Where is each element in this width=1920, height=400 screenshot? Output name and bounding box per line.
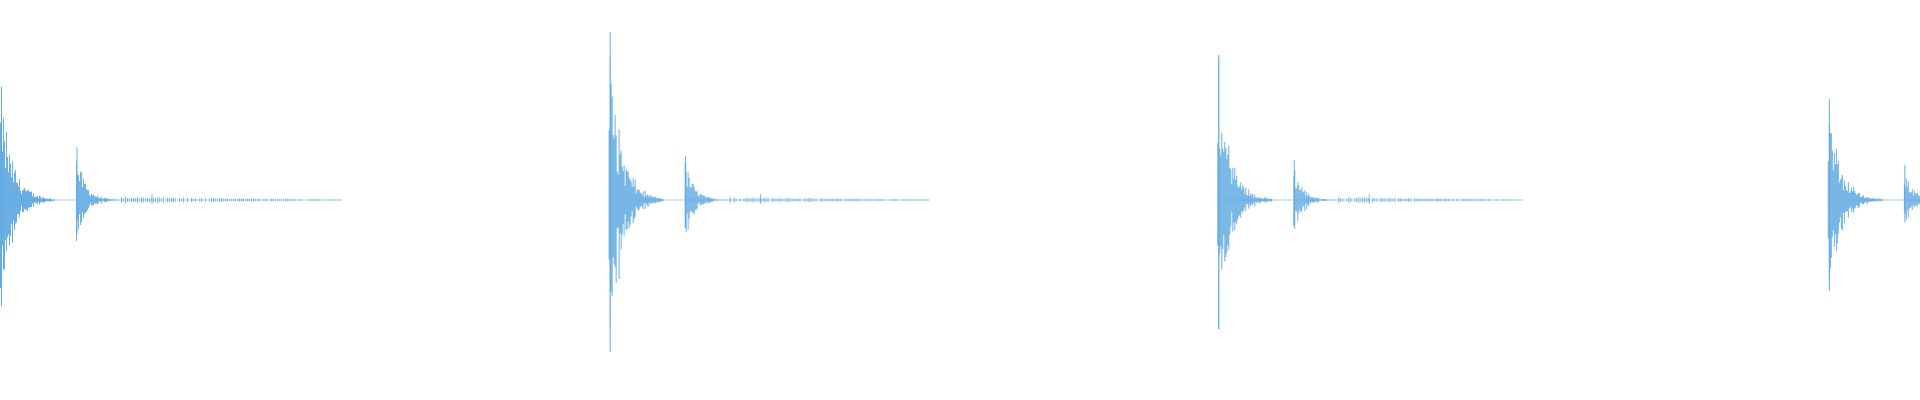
- waveform-trace: [0, 32, 1920, 352]
